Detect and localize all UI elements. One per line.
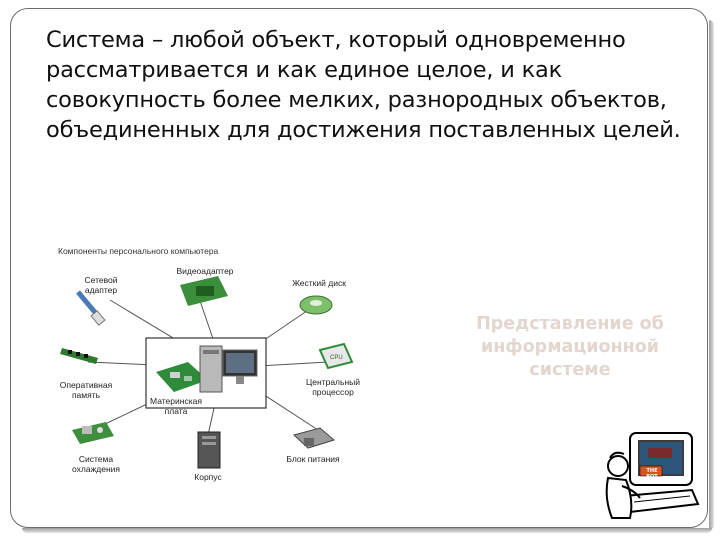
slide-shadow-right — [709, 20, 714, 530]
video-adapter-icon — [180, 276, 228, 306]
label-cpu: Центральный процессор — [306, 377, 360, 397]
label-cooling: Система охлаждения — [72, 454, 120, 474]
pc-components-diagram: CPU Компоненты персонального компьютера … — [58, 240, 378, 490]
label-network-adapter: Сетевой адаптер — [84, 275, 118, 295]
motherboard-icon — [156, 362, 208, 392]
diagram-title: Компоненты персонального компьютера — [58, 246, 219, 256]
case-icon — [197, 431, 221, 469]
clipart-graphics — [605, 432, 700, 519]
slide-frame — [10, 8, 708, 528]
label-motherboard: Материнская плата — [150, 396, 202, 416]
cpu-chip-text: CPU — [330, 355, 343, 361]
label-case: Корпус — [194, 472, 222, 482]
label-ram: Оперативная память — [59, 380, 113, 400]
label-hard-disk: Жесткий диск — [292, 278, 346, 288]
computer-icon — [199, 345, 258, 393]
label-power-supply: Блок питания — [286, 454, 340, 464]
cooling-icon — [72, 422, 114, 444]
side-caption: Представление об информационной системе — [476, 314, 664, 380]
clipart-sign-text: THE BOT — [646, 468, 658, 480]
cpu-icon — [318, 342, 354, 370]
network-adapter-icon — [76, 290, 106, 326]
definition-text: Система – любой объект, который одноврем… — [46, 27, 681, 143]
slide-shadow-bottom — [22, 528, 712, 533]
computer-user-clipart: THE BOT — [600, 428, 700, 523]
power-supply-icon — [292, 427, 336, 449]
diagram-graphics: CPU — [60, 276, 354, 469]
label-video-adapter: Видеоадаптер — [176, 266, 234, 276]
hard-disk-icon — [299, 295, 333, 315]
ram-icon — [60, 348, 98, 364]
